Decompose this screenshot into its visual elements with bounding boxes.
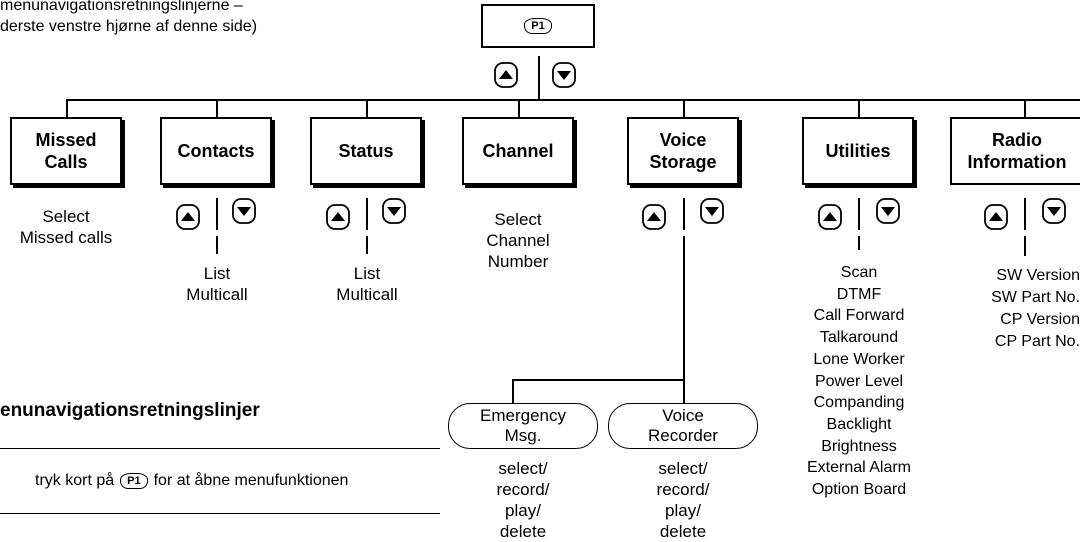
detail-emergency-msg: select/ record/ play/ delete [496,459,550,541]
drop-channel [518,99,520,117]
p1-key-icon: P1 [524,18,552,34]
menu-title-channel: Channel [482,141,554,161]
radio-info-divider [1024,198,1026,230]
menu-title-contacts: Contacts [177,141,255,161]
utilities-down-arrow-icon[interactable] [876,198,900,224]
detail-utilities: Scan DTMF Call Forward Talkaround Lone W… [806,264,912,499]
sub-title-voice-recorder: Voice Recorder [648,406,718,445]
radio-info-stem [1024,236,1026,256]
root-down-arrow-icon[interactable] [552,62,576,88]
contacts-down-arrow-icon[interactable] [232,198,256,224]
menu-bus [66,99,1080,101]
menu-box-channel[interactable]: Channel [462,117,574,185]
drop-radio-information [1024,99,1026,117]
drop-voice-storage [683,99,685,117]
menu-title-status: Status [338,141,394,161]
voice-storage-bus [512,379,685,381]
menu-box-contacts[interactable]: Contacts [160,117,272,185]
radio-info-up-arrow-icon[interactable] [984,204,1008,230]
menu-box-radio-information[interactable]: Radio Information [950,117,1080,185]
status-up-arrow-icon[interactable] [326,204,350,230]
detail-status: List Multicall [336,264,398,304]
detail-contacts: List Multicall [186,264,248,304]
voice-storage-stem [683,236,685,380]
menu-title-utilities: Utilities [825,141,891,161]
utilities-up-arrow-icon[interactable] [818,204,842,230]
instruction-text-after: for at åbne menufunktionen [153,472,349,489]
menu-box-voice-storage[interactable]: Voice Storage [627,117,739,185]
detail-radio-information: SW Version SW Part No. CP Version CP Par… [991,267,1080,350]
menu-title-voice-storage: Voice Storage [649,130,717,172]
guidelines-heading: enunavigationsretningslinjer [0,400,260,421]
drop-utilities [858,99,860,117]
drop-missed-calls [66,99,68,117]
detail-channel: Select Channel Number [486,210,550,271]
menu-box-missed-calls[interactable]: Missed Calls [10,117,122,185]
sub-box-voice-recorder[interactable]: Voice Recorder [608,403,758,449]
root-arrow-divider [538,56,540,86]
contacts-divider [216,198,218,230]
instruction-text-before: tryk kort på [35,472,115,489]
voice-storage-divider [683,198,685,230]
menu-box-status[interactable]: Status [310,117,422,185]
status-down-arrow-icon[interactable] [382,198,406,224]
root-stem [538,86,540,100]
guidelines-instruction-box: tryk kort på P1 for at åbne menufunktion… [0,448,440,514]
drop-emergency-msg [512,379,514,403]
drop-voice-recorder [683,379,685,403]
voice-storage-up-arrow-icon[interactable] [642,204,666,230]
utilities-divider [858,198,860,230]
drop-status [366,99,368,117]
top-note-line-1: menunavigationsretningslinjerne – [0,0,243,14]
detail-voice-recorder: select/ record/ play/ delete [656,459,710,541]
status-divider [366,198,368,230]
radio-info-down-arrow-icon[interactable] [1042,198,1066,224]
top-note-line-2: derste venstre hjørne af denne side) [0,18,258,35]
root-up-arrow-icon[interactable] [494,62,518,88]
contacts-up-arrow-icon[interactable] [176,204,200,230]
contacts-stem [216,236,218,254]
utilities-stem [858,236,860,250]
menu-box-utilities[interactable]: Utilities [802,117,914,185]
root-p1-box: P1 [481,4,595,48]
sub-box-emergency-msg[interactable]: Emergency Msg. [448,403,598,449]
sub-title-emergency-msg: Emergency Msg. [480,406,566,445]
menu-title-missed-calls: Missed Calls [35,130,97,172]
menu-title-radio-information: Radio Information [967,130,1067,172]
drop-contacts [216,99,218,117]
detail-missed-calls: Select Missed calls [19,207,113,247]
voice-storage-down-arrow-icon[interactable] [700,198,724,224]
instruction-p1-key-icon: P1 [120,473,148,489]
status-stem [366,236,368,254]
